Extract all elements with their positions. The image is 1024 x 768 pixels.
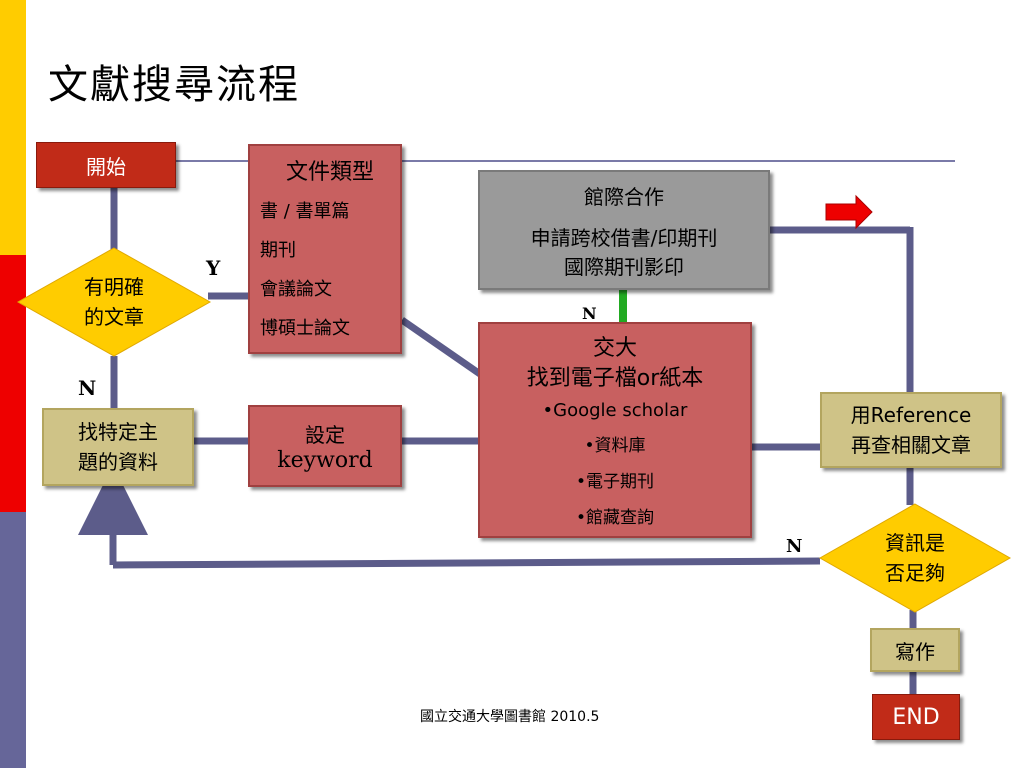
end-node: END (872, 694, 960, 740)
set-keyword-box: 設定 keyword (248, 405, 402, 487)
red-arrow-icon (825, 194, 873, 230)
doc-type-item: 書 / 書單篇 (260, 201, 350, 222)
edge-label-no-article: N (78, 376, 97, 400)
edge-label-yes: Y (206, 256, 221, 280)
decor-bar-blue (0, 512, 26, 768)
decision-enough-label: 資訊是 否足夠 (885, 531, 945, 585)
doc-type-item: 會議論文 (260, 279, 332, 300)
start-node: 開始 (36, 142, 176, 188)
ill-line2: 國際期刊影印 (564, 254, 684, 279)
doc-types-box: 文件類型 書 / 書單篇 期刊 會議論文 博碩士論文 (248, 144, 402, 354)
nctu-bullet: •Google scholar (542, 400, 688, 421)
edge-doctypes-nctu (400, 317, 482, 377)
keyword-line1: 設定 (305, 423, 345, 447)
edge-label-no-nctu: N (582, 304, 597, 323)
start-label: 開始 (86, 154, 126, 179)
doc-type-item: 博碩士論文 (260, 318, 350, 339)
ill-line1: 申請跨校借書/印期刊 (530, 225, 718, 250)
writing-box: 寫作 (870, 628, 960, 672)
slide-title: 文獻搜尋流程 (48, 62, 300, 108)
footer-text: 國立交通大學圖書館 2010.5 (420, 709, 600, 725)
decor-bar-yellow (0, 0, 26, 255)
nctu-line2: 找到電子檔or紙本 (526, 366, 704, 391)
doc-type-item: 期刊 (260, 240, 296, 261)
nctu-bullet: •電子期刊 (575, 472, 655, 492)
decision-article-label: 有明確 的文章 (84, 275, 144, 329)
nctu-line1: 交大 (592, 336, 637, 361)
nctu-bullet: •資料庫 (584, 436, 646, 456)
diamond-enough-shape (818, 503, 1012, 613)
reference-box: 用Reference 再查相關文章 (820, 392, 1002, 468)
doc-types-heading: 文件類型 (285, 160, 374, 185)
find-topic-box: 找特定主 題的資料 (42, 408, 194, 486)
keyword-line2: keyword (277, 448, 373, 473)
ill-box: 館際合作 申請跨校借書/印期刊 國際期刊影印 (478, 170, 770, 290)
diamond-article-shape (16, 247, 212, 357)
ill-heading: 館際合作 (584, 184, 664, 209)
nctu-box: 交大 找到電子檔or紙本 •Google scholar •資料庫 •電子期刊 … (478, 322, 752, 538)
decor-bar-red (0, 255, 26, 512)
edge-label-no-enough: N (786, 536, 803, 557)
end-label: END (892, 704, 940, 730)
nctu-bullet: •館藏查詢 (575, 508, 655, 528)
edge-no-enough (112, 557, 821, 569)
